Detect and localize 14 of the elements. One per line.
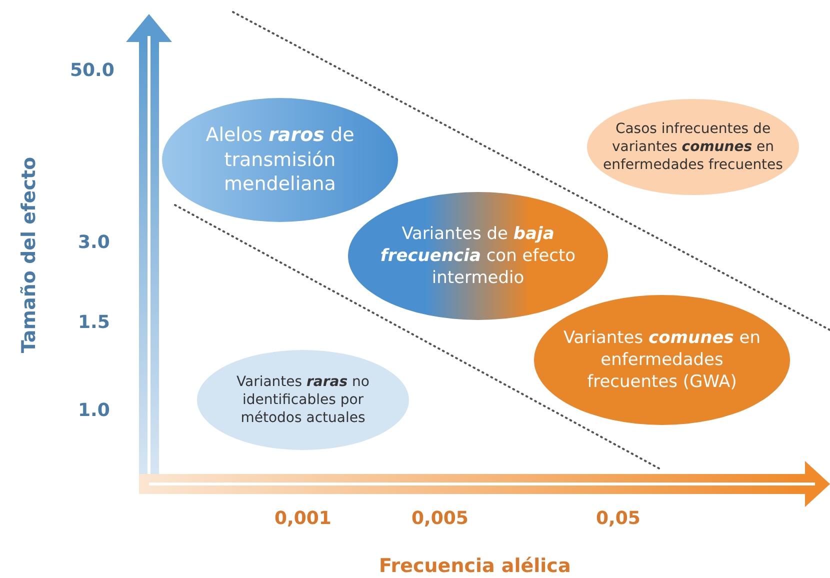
y-tick-label: 1.0 [78, 400, 110, 421]
ellipse-text: Casos infrecuentes de variantes comunes en enfermedades frecuentes [602, 120, 784, 174]
x-tick-label: 0,001 [274, 508, 332, 528]
ellipse-text: Variantes comunes en enfermedades frecuentes (GWA) [562, 326, 762, 394]
x-tick-label: 0,05 [596, 508, 640, 528]
y-tick-label: 50.0 [70, 60, 114, 81]
y-tick-label: 3.0 [78, 232, 110, 253]
y-tick-label: 1.5 [78, 312, 110, 333]
x-tick-label: 0,005 [412, 508, 468, 528]
x-axis-title: Frecuencia alélica [379, 555, 571, 577]
ellipse-text: Variantes raras no identificables por métodos actuales [236, 372, 370, 428]
ellipse-text: Variantes de baja frecuencia con efecto intermedio [379, 222, 577, 290]
y-axis-title: Tamaño del efecto [18, 156, 40, 354]
ellipse-text: Alelos raros de transmisión mendeliana [204, 122, 356, 198]
